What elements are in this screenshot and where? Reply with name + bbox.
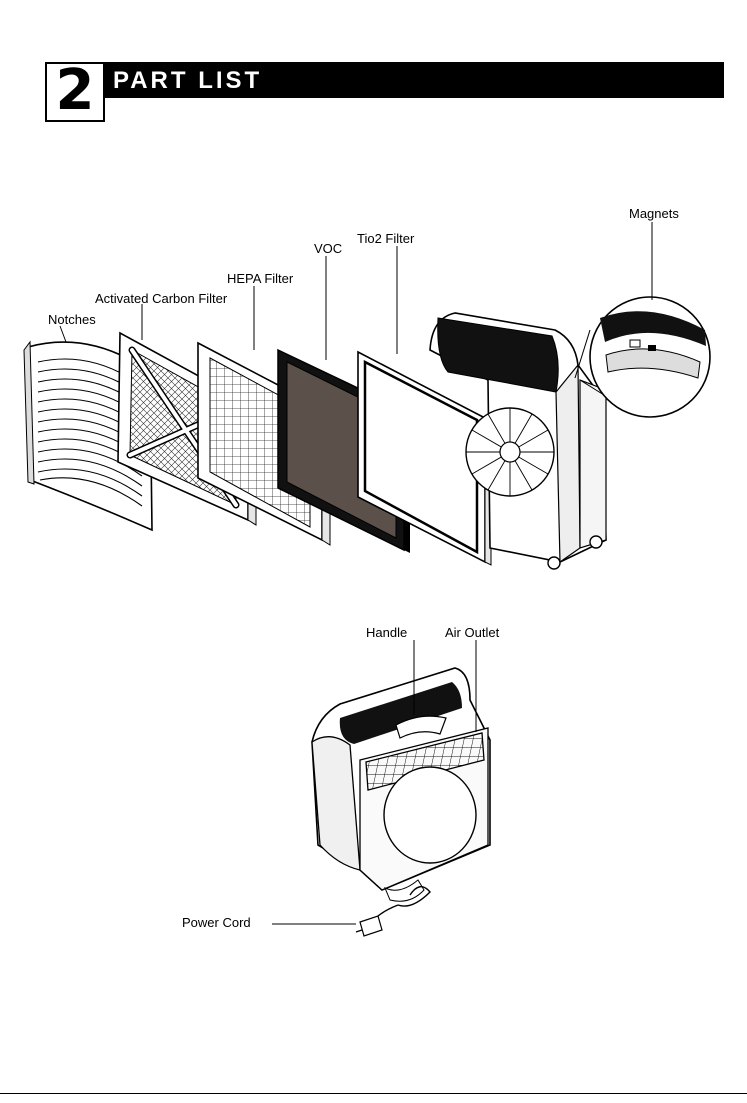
- footer-rule: [0, 1093, 747, 1094]
- label-hepa-filter: HEPA Filter: [227, 271, 293, 287]
- label-handle: Handle: [366, 625, 407, 641]
- label-notches: Notches: [48, 312, 96, 328]
- label-magnets: Magnets: [629, 206, 679, 222]
- label-voc: VOC: [314, 241, 342, 257]
- label-tio2-filter: Tio2 Filter: [357, 231, 414, 247]
- label-power-cord: Power Cord: [182, 915, 251, 931]
- label-air-outlet: Air Outlet: [445, 625, 499, 641]
- purifier-rear-view: [312, 668, 490, 936]
- label-activated-carbon-filter: Activated Carbon Filter: [95, 291, 227, 307]
